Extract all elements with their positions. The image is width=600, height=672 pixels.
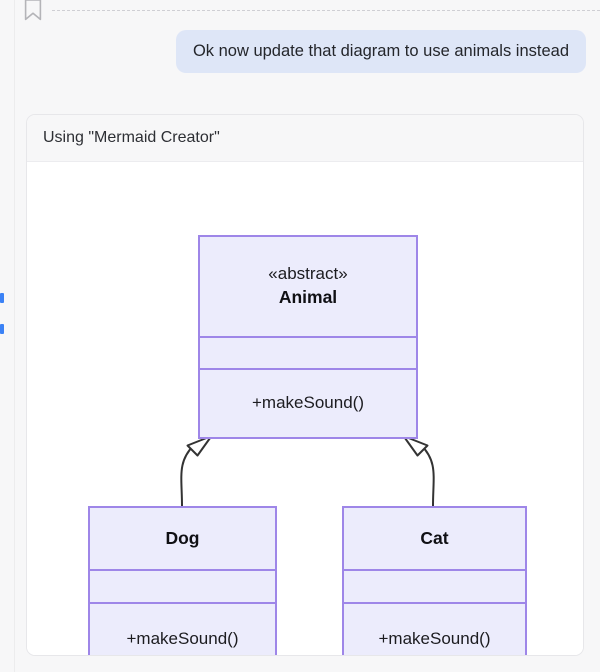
left-gutter [0, 0, 15, 672]
user-message-row: Ok now update that diagram to use animal… [14, 30, 600, 74]
uml-class-animal-name: Animal [278, 287, 338, 308]
uml-class-animal-stereotype: «abstract» [268, 264, 348, 284]
scroll-marker-1[interactable] [0, 293, 4, 303]
uml-class-animal-header: «abstract» Animal [200, 237, 416, 336]
tool-card-title: Using "Mermaid Creator" [43, 129, 220, 146]
bookmark-icon[interactable] [24, 0, 42, 21]
uml-class-dog-attributes [90, 569, 275, 602]
bookmark-row [14, 0, 600, 22]
uml-class-animal-method-0: +makeSound() [252, 393, 364, 413]
uml-class-dog-name: Dog [165, 527, 200, 548]
uml-class-animal-attributes [200, 335, 416, 368]
inheritance-edge-cat-animal [420, 444, 435, 507]
bookmark-divider [52, 10, 600, 11]
mermaid-class-diagram: «abstract» Animal +makeSound() Dog +make… [27, 162, 583, 655]
uml-class-animal[interactable]: «abstract» Animal +makeSound() [198, 235, 418, 439]
uml-class-dog-header: Dog [90, 508, 275, 569]
uml-class-dog-method-0: +makeSound() [126, 628, 239, 648]
tool-card-header[interactable]: Using "Mermaid Creator" [27, 115, 583, 162]
uml-class-dog-methods: +makeSound() [90, 601, 275, 655]
uml-class-cat-name: Cat [420, 527, 449, 548]
user-message-bubble[interactable]: Ok now update that diagram to use animal… [175, 30, 586, 74]
tool-result-card: Using "Mermaid Creator" «abstract» Anima… [26, 114, 584, 656]
uml-class-animal-methods: +makeSound() [200, 367, 416, 437]
tool-card-body: «abstract» Animal +makeSound() Dog +make… [27, 162, 583, 655]
uml-class-cat-methods: +makeSound() [344, 601, 525, 655]
inheritance-edge-dog-animal [180, 444, 195, 507]
uml-class-cat[interactable]: Cat +makeSound() [342, 506, 527, 655]
uml-class-cat-attributes [344, 569, 525, 602]
uml-class-dog[interactable]: Dog +makeSound() [88, 506, 277, 655]
uml-class-cat-method-0: +makeSound() [378, 628, 491, 648]
scroll-marker-2[interactable] [0, 324, 4, 334]
uml-class-cat-header: Cat [344, 508, 525, 569]
